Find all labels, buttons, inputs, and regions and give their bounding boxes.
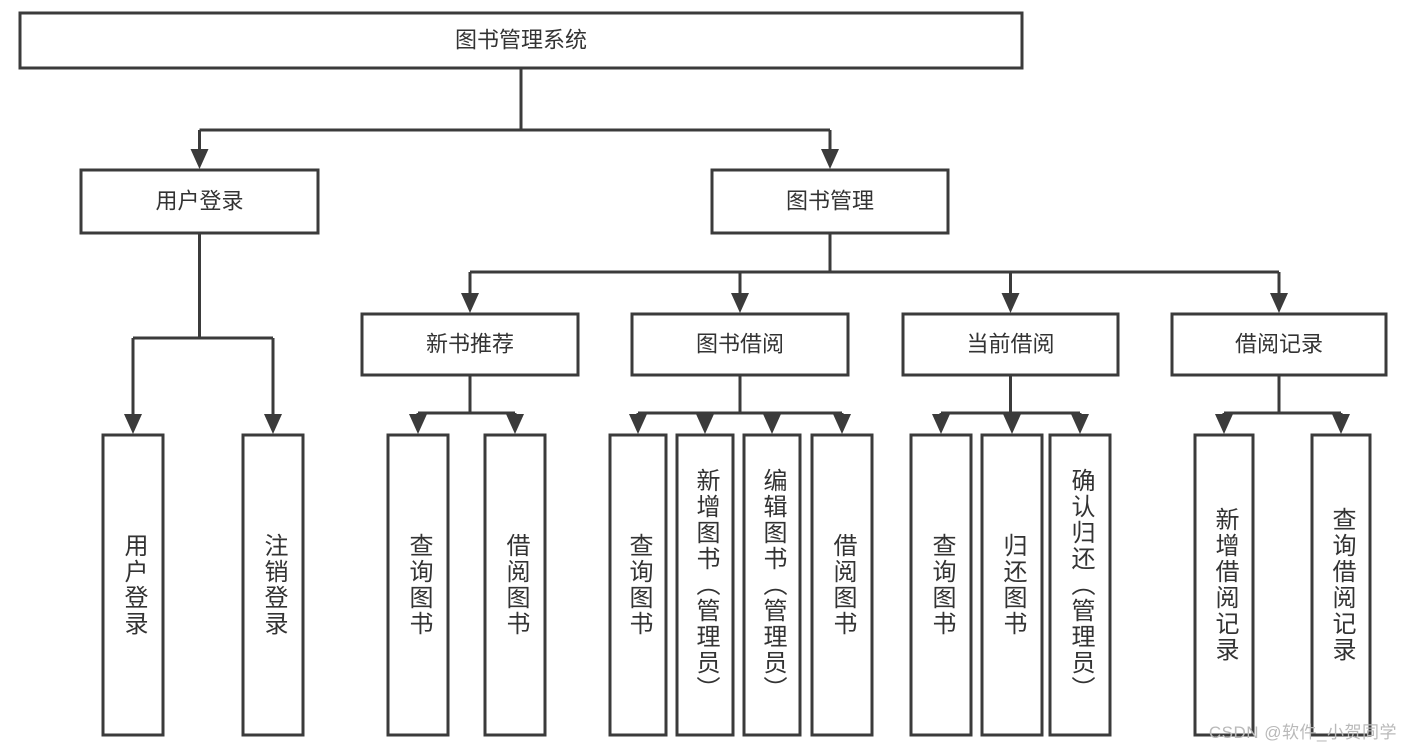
node-label-user-login: 用户登录: [155, 188, 243, 213]
arrow-head-icon: [932, 414, 950, 434]
node-label-book-manage: 图书管理: [786, 188, 874, 213]
arrow-head-icon: [409, 414, 427, 434]
node-leaf-logout[interactable]: [241, 433, 305, 737]
node-label-current-borrow: 当前借阅: [966, 331, 1054, 356]
arrow-head-icon: [1270, 293, 1288, 313]
node-user-login[interactable]: [79, 168, 320, 235]
arrow-head-icon: [506, 414, 524, 434]
node-leaf-edit-book[interactable]: [742, 433, 802, 737]
arrow-head-icon: [1215, 414, 1233, 434]
arrow-head-icon: [833, 414, 851, 434]
node-book-manage[interactable]: [710, 168, 950, 235]
arrow-head-icon: [763, 414, 781, 434]
arrow-head-icon: [190, 149, 209, 169]
node-leaf-add-book[interactable]: [675, 433, 735, 737]
node-leaf-borrow-book-2[interactable]: [810, 433, 874, 737]
arrow-head-icon: [461, 293, 479, 313]
arrow-head-icon: [629, 414, 647, 434]
node-leaf-query-book-3[interactable]: [909, 433, 973, 737]
node-leaf-user-login[interactable]: [101, 433, 165, 737]
arrow-head-icon: [696, 414, 714, 434]
node-label-book-borrow: 图书借阅: [696, 331, 784, 356]
node-leaf-query-record[interactable]: [1310, 433, 1372, 737]
node-label-root: 图书管理系统: [455, 27, 587, 52]
arrow-head-icon: [1001, 293, 1020, 313]
node-book-borrow[interactable]: [630, 312, 850, 377]
node-leaf-query-book-1[interactable]: [386, 433, 450, 737]
watermark-text: CSDN @软件_小贺同学: [1208, 723, 1397, 742]
node-leaf-query-book-2[interactable]: [608, 433, 668, 737]
node-leaf-confirm-return[interactable]: [1048, 433, 1112, 737]
node-current-borrow[interactable]: [901, 312, 1120, 377]
node-new-book-rec[interactable]: [360, 312, 580, 377]
arrow-head-icon: [731, 293, 749, 313]
node-label-new-book-rec: 新书推荐: [426, 331, 514, 356]
boxes-layer: [18, 11, 1388, 737]
arrow-head-icon: [1003, 414, 1021, 434]
node-leaf-return-book[interactable]: [980, 433, 1044, 737]
node-leaf-borrow-book-1[interactable]: [483, 433, 547, 737]
node-label-borrow-record: 借阅记录: [1235, 331, 1323, 356]
node-root[interactable]: [18, 11, 1024, 70]
arrow-head-icon: [1332, 414, 1350, 434]
arrow-head-icon: [124, 414, 142, 434]
arrow-head-icon: [821, 149, 839, 169]
arrow-head-icon: [264, 414, 282, 434]
connectors-layer: [124, 68, 1350, 434]
node-borrow-record[interactable]: [1170, 312, 1388, 377]
arrow-head-icon: [1071, 414, 1089, 434]
node-leaf-add-record[interactable]: [1193, 433, 1255, 737]
